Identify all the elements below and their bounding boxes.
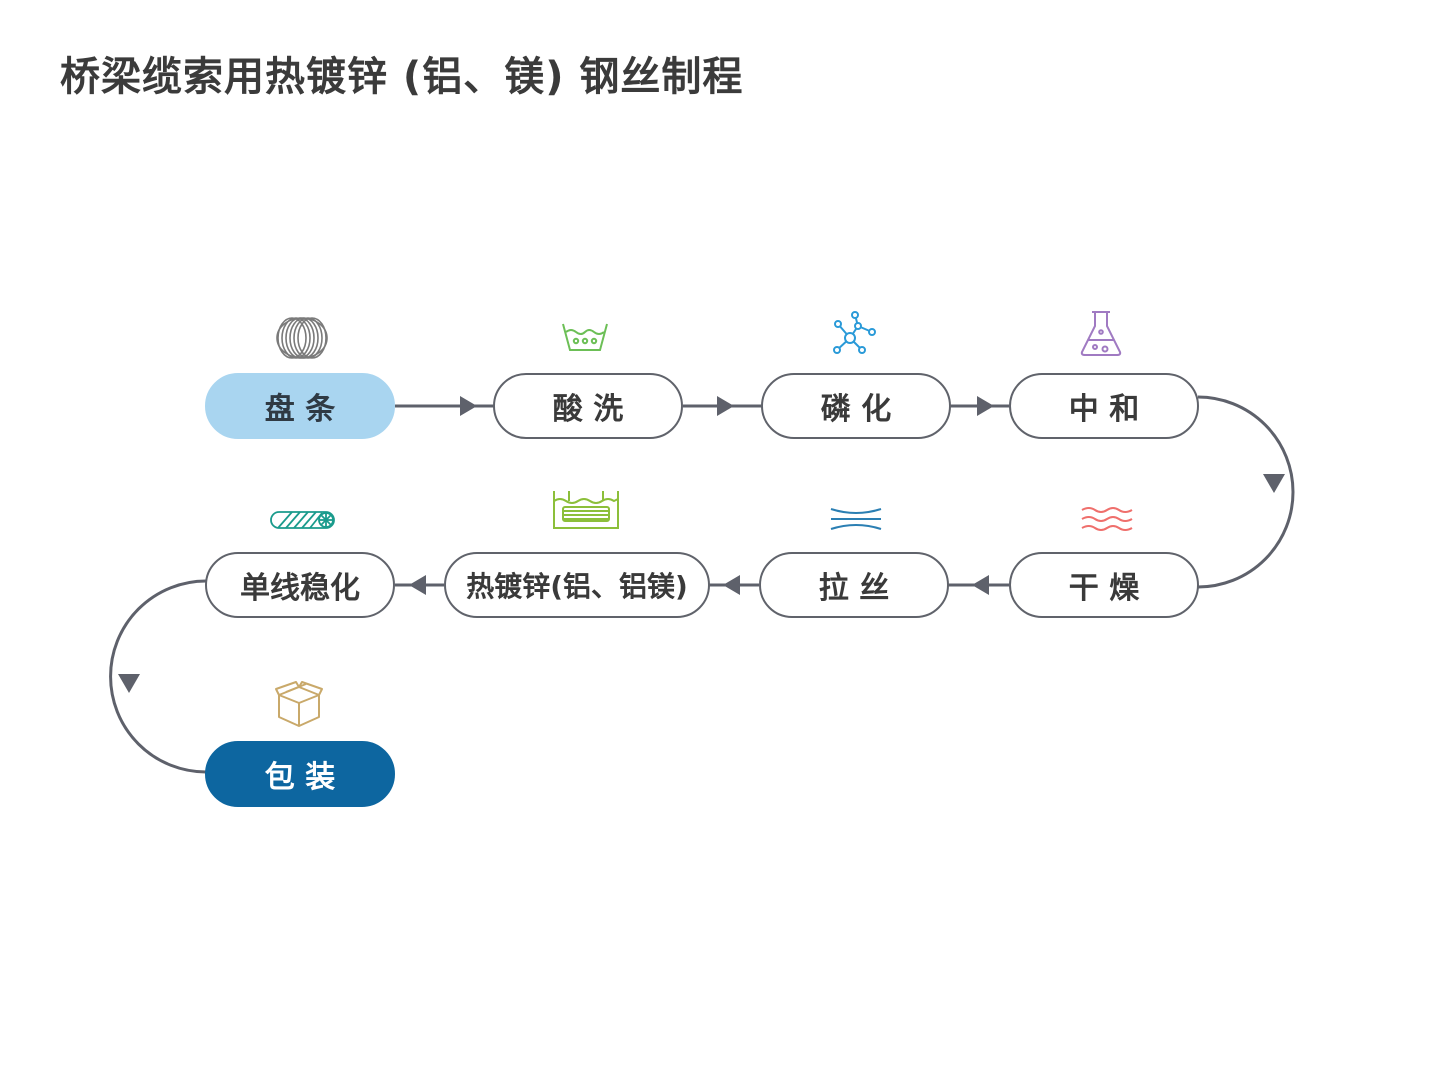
step-packaging: 包 装 (205, 741, 395, 807)
arrowhead-6-7 (723, 575, 740, 595)
package-box-icon (275, 681, 323, 727)
step-wire-drawing: 拉 丝 (759, 552, 949, 618)
arrowhead-7-8 (409, 575, 426, 595)
washing-basin-icon (562, 323, 608, 351)
arrowhead-8-9 (118, 674, 140, 693)
step-single-wire-stabilization: 单线稳化 (205, 552, 395, 618)
arrowhead-2-3 (717, 396, 734, 416)
heat-waves-icon (1081, 507, 1133, 531)
molecule-icon (833, 311, 876, 354)
arrowhead-1-2 (460, 396, 477, 416)
step-wire-rod: 盘 条 (205, 373, 395, 439)
connector-8-9 (109, 579, 207, 774)
arrowhead-3-4 (977, 396, 994, 416)
step-phosphating: 磷 化 (761, 373, 951, 439)
step-neutralization: 中 和 (1009, 373, 1199, 439)
drawing-lines-icon (830, 508, 882, 530)
wire-strand-icon (270, 511, 335, 529)
arrowhead-4-5 (1263, 474, 1285, 493)
arrowhead-5-6 (972, 575, 989, 595)
step-pickling: 酸 洗 (493, 373, 683, 439)
galvanizing-bath-icon (553, 491, 619, 529)
step-hot-dip-galvanizing: 热镀锌(铝、铝镁) (444, 552, 710, 618)
flask-icon (1080, 311, 1122, 356)
wire-coil-icon (276, 317, 328, 359)
connector-4-5 (1197, 395, 1295, 589)
step-drying: 干 燥 (1009, 552, 1199, 618)
page-title: 桥梁缆索用热镀锌 (铝、镁) 钢丝制程 (60, 54, 744, 100)
